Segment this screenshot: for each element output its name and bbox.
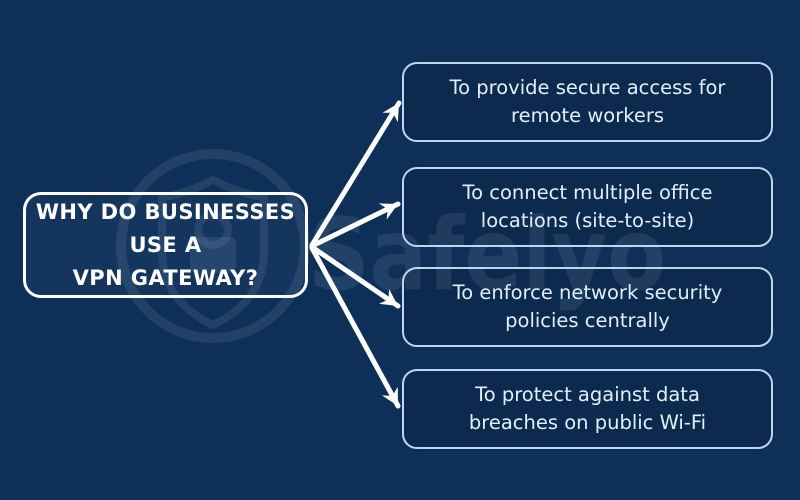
reason-text: To protect against data <box>475 382 700 406</box>
question-line-1: WHY DO BUSINESSES <box>35 199 296 224</box>
reason-box-remote-access: To provide secure access for remote work… <box>402 62 773 142</box>
reason-text: remote workers <box>510 104 665 127</box>
reason-text: To enforce network security <box>452 280 723 304</box>
arrow-to-reason-4 <box>309 245 401 409</box>
reason-box-public-wifi: To protect against data breaches on publ… <box>402 369 773 449</box>
arrow-to-reason-3 <box>309 244 401 309</box>
reason-text: policies centrally <box>505 309 670 332</box>
reason-box-site-to-site: To connect multiple office locations (si… <box>402 167 773 247</box>
arrow-to-reason-1 <box>309 100 402 248</box>
question-line-3: VPN GATEWAY? <box>72 265 259 290</box>
reason-text: locations (site-to-site) <box>480 209 695 232</box>
reason-text: To provide secure access for <box>449 75 726 99</box>
reason-text: breaches on public Wi-Fi <box>468 411 707 434</box>
question-box: WHY DO BUSINESSES USE A VPN GATEWAY? <box>23 192 308 298</box>
reason-text: To connect multiple office <box>462 180 713 204</box>
arrow-to-reason-2 <box>309 201 401 249</box>
reason-box-security-policies: To enforce network security policies cen… <box>402 267 773 347</box>
question-line-2: USE A <box>129 232 202 257</box>
